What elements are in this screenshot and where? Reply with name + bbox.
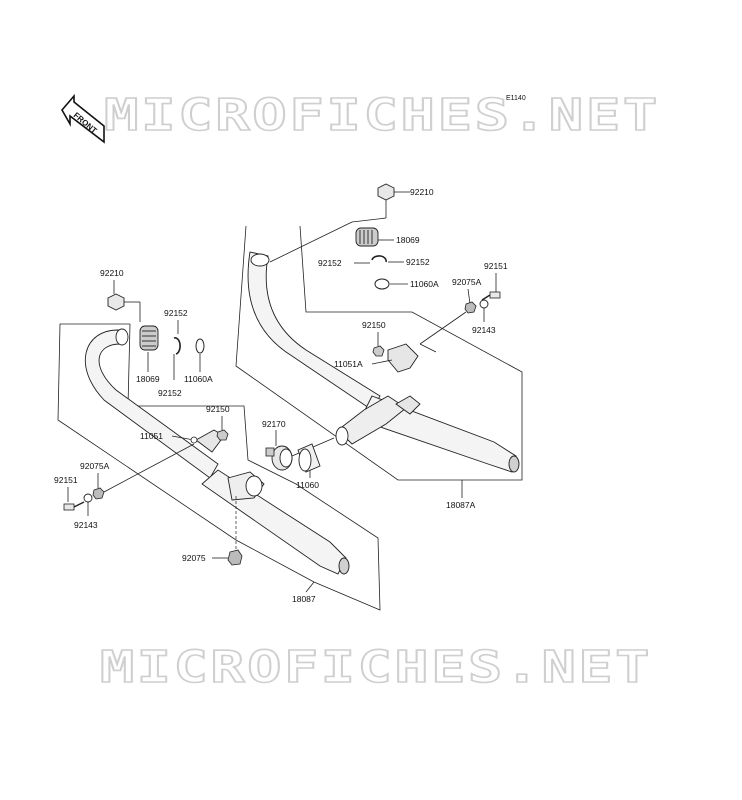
label-92152-top-left: 92152: [318, 258, 342, 268]
bolt-92151-left: [63, 501, 85, 511]
rear-fasteners: 92151 92075A 92143: [419, 261, 508, 353]
label-11060A-top: 11060A: [410, 279, 439, 289]
label-92150-top: 92150: [362, 320, 386, 330]
clamp-18069-top: [355, 227, 379, 247]
washer-92143-left: [83, 493, 93, 503]
rear-pipe-inlet: [250, 253, 270, 267]
label-18069-left: 18069: [136, 374, 160, 384]
label-92143-left: 92143: [74, 520, 98, 530]
label-92170: 92170: [262, 419, 286, 429]
rear-header-pipe: [247, 251, 381, 411]
center-joint-parts: 92170 11060: [262, 419, 335, 490]
label-92075A-right: 92075A: [452, 277, 482, 287]
bolt-92150-top: [372, 345, 385, 357]
front-assembly-outline: [57, 323, 381, 611]
nut-92075A-left: [92, 487, 105, 500]
label-11060: 11060: [296, 480, 319, 490]
ring-92152-left: [173, 337, 181, 355]
rear-bracket: [387, 343, 419, 373]
diagram-code: E1140: [506, 95, 526, 102]
gasket-11060: [297, 443, 321, 473]
front-bottom-nut: 92075: [182, 549, 243, 566]
nut-92210-left: [107, 293, 125, 311]
label-92143-right: 92143: [472, 325, 496, 335]
label-11060A-left: 11060A: [184, 374, 213, 384]
front-fasteners: 92075A 92151 92143: [54, 443, 195, 530]
washer-92143-right: [479, 299, 489, 309]
rear-connector-opening: [335, 426, 349, 446]
watermark-top: MICROFICHES.NET: [104, 90, 660, 141]
nut-92210-top: [377, 183, 395, 201]
label-92150-mid: 92150: [206, 404, 230, 414]
rear-clamp-group: 92210 18069 92152 92152 11060A: [269, 183, 439, 290]
nut-92075A-right: [464, 301, 477, 314]
ring-92152-top: [371, 255, 387, 263]
label-92210-top: 92210: [410, 187, 434, 197]
front-pipe-inlet: [115, 328, 129, 346]
front-muffler-body: [201, 469, 347, 575]
label-92152-top-right: 92152: [406, 257, 430, 267]
label-92075A-left: 92075A: [80, 461, 110, 471]
front-clamp-group: 92210 18069 92152 92152 11060A: [100, 268, 213, 398]
nut-92075: [227, 549, 243, 566]
label-92151-left: 92151: [54, 475, 78, 485]
front-connector-opening: [245, 475, 263, 497]
rear-muffler-assembly: [235, 225, 523, 481]
front-muffler-tip: [338, 557, 350, 575]
bolt-92150-mid: [216, 429, 229, 441]
label-92210-left: 92210: [100, 268, 124, 278]
front-header-pipe: [85, 329, 219, 479]
gasket-11060A-left: [195, 338, 205, 354]
label-92151-right: 92151: [484, 261, 508, 271]
rear-bracket-hardware: 92150 11051A: [334, 320, 393, 369]
label-92152-left-top: 92152: [164, 308, 188, 318]
label-92152-left-bot: 92152: [158, 388, 182, 398]
watermark-bottom: MICROFICHES.NET: [100, 642, 652, 693]
bolt-92151-right: [481, 291, 501, 301]
grommet-11051: [190, 436, 198, 444]
front-arrow-icon: FRONT: [61, 93, 105, 144]
rear-muffler-tip: [508, 455, 520, 473]
label-18069-top: 18069: [396, 235, 420, 245]
rear-assembly-outline: [235, 225, 523, 481]
rear-muffler-bracket: [395, 395, 421, 415]
label-11051A: 11051A: [334, 359, 363, 369]
gasket-11060A-top: [374, 278, 390, 290]
label-92075: 92075: [182, 553, 206, 563]
front-muffler-assembly: [57, 323, 381, 611]
label-18087A: 18087A: [446, 500, 476, 510]
front-bracket-hardware: 92150 11051: [140, 404, 230, 444]
label-18087: 18087: [292, 594, 316, 604]
clamp-92170: [265, 445, 293, 471]
label-11051: 11051: [140, 431, 163, 441]
clamp-18069-left: [139, 325, 159, 351]
